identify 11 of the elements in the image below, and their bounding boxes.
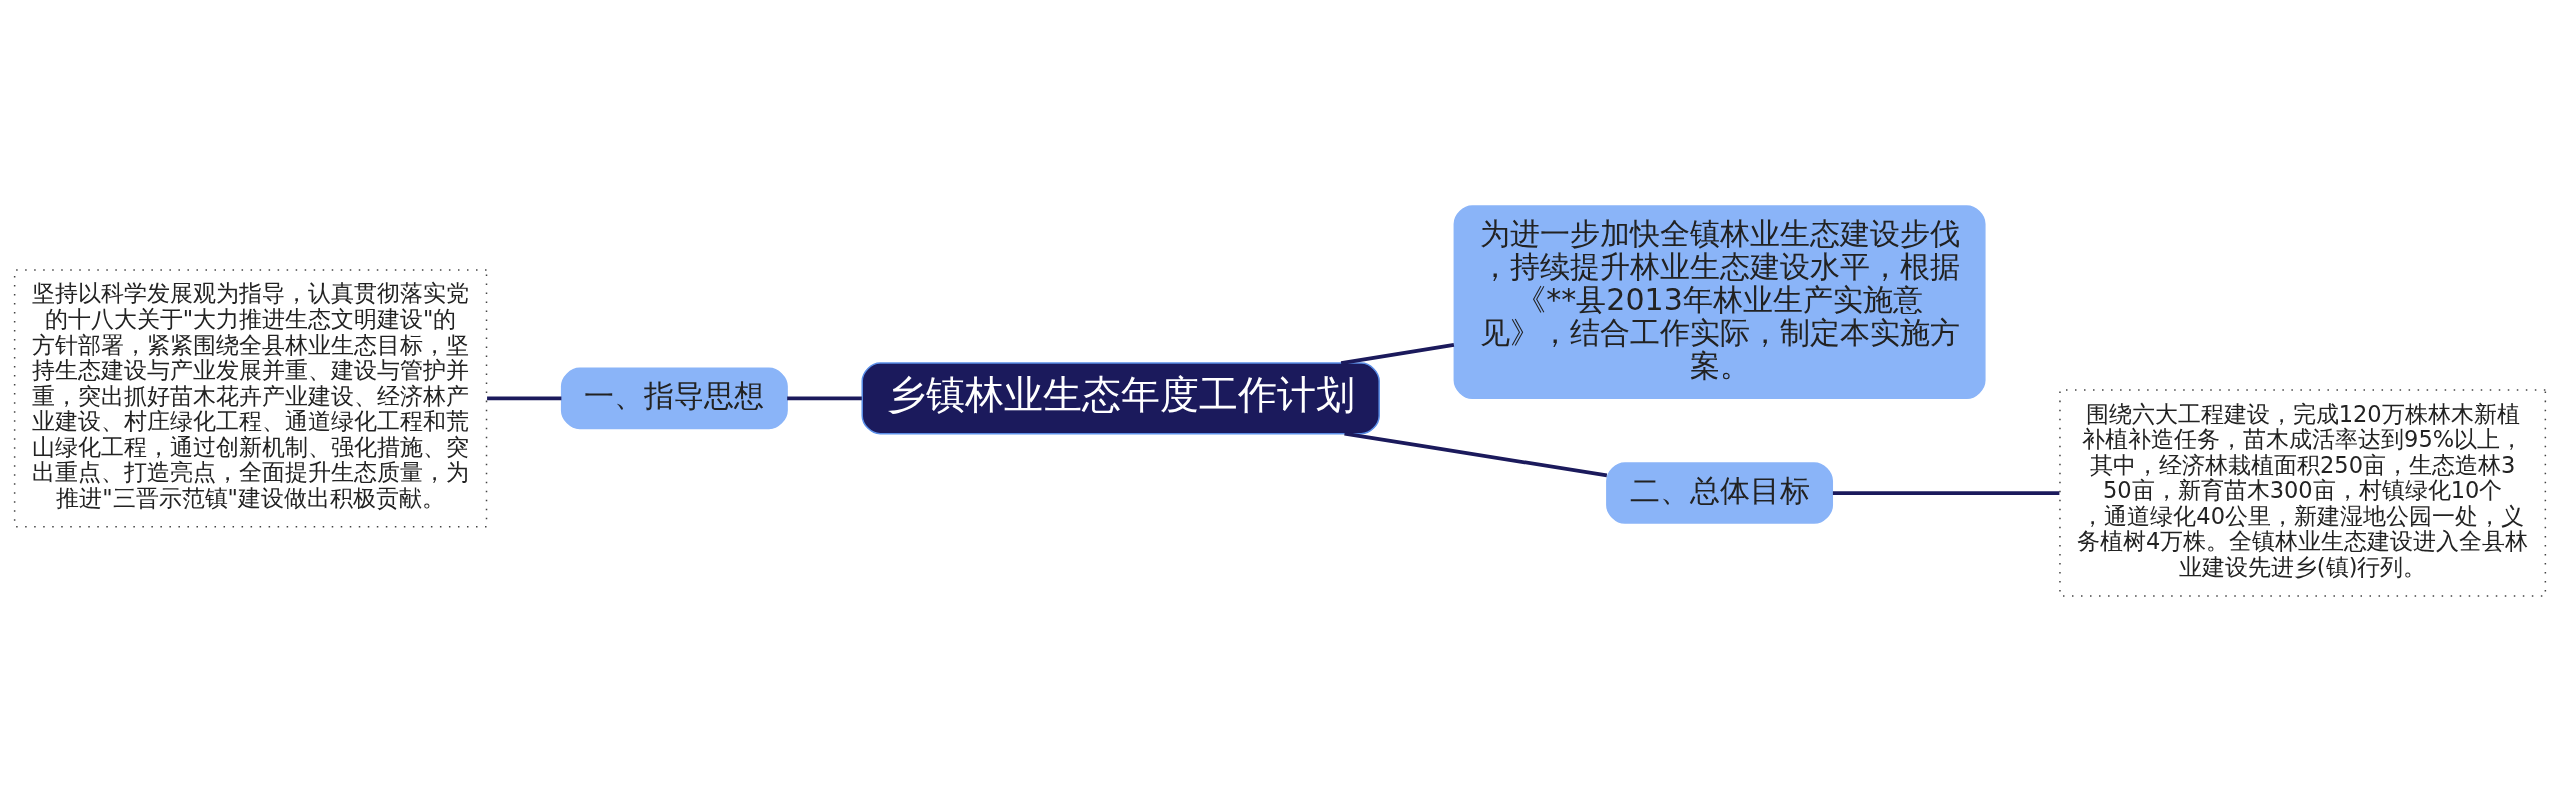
node-box: 二、总体目标 [1606, 461, 1834, 524]
connector [1344, 431, 1608, 477]
node-box: 乡镇林业生态年度工作计划 [861, 361, 1380, 434]
connector [1340, 342, 1455, 365]
node-box: 一、指导思想 [560, 367, 788, 429]
connector [1832, 490, 2060, 495]
node-box: 坚持以科学发展观为指导，认真贯彻落实党的十八大关于"大力推进生态文明建设"的方针部署，紧紧围绕全县林业生态目标，坚持生态建设与产业发展并重、建设与管护并重，突出抓好苗木花卉产业建设、经济林产业建设、村庄绿化工程、通道绿化工程和荒山绿化工程，通过创新机制、强化措施、突出重点、打造亮点，全面提升生态质量，为推进"三晋示范镇"建设做出积极贡献。 [13, 268, 488, 528]
node-box: 围绕六大工程建设，完成120万株林木新植补植补造任务，苗木成活率达到95%以上，其中，经济林栽植面积250亩，生态造林350亩，新育苗木300亩，村镇绿化10个，通道绿化40公里，新建湿地公园一处，义务植树4万株。全镇林业生态建设进入全县林业建设先进乡(镇)行列。 [2059, 388, 2547, 597]
node-box: 为进一步加快全镇林业生态建设步伐，持续提升林业生态建设水平，根据《**县2013年林业生产实施意见》，结合工作实际，制定本实施方案。 [1453, 204, 1986, 399]
connector [487, 396, 562, 400]
connector [787, 396, 862, 400]
